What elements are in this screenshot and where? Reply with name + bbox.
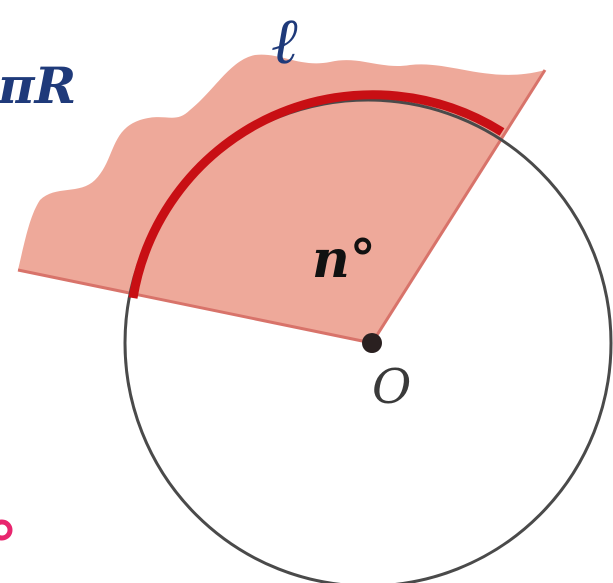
sector-radius-left [17, 268, 373, 345]
corner-mark-icon [0, 519, 13, 541]
angle-label: n° [312, 229, 376, 290]
center-label: O [372, 359, 411, 415]
sector-region [18, 54, 545, 344]
arc-length-label: ℓ [272, 4, 299, 79]
highlighted-arc [128, 90, 505, 299]
sector-radius-right [370, 69, 547, 344]
circle-outline [123, 98, 613, 583]
formula-fragment: πR [0, 56, 76, 115]
center-point [362, 333, 382, 353]
